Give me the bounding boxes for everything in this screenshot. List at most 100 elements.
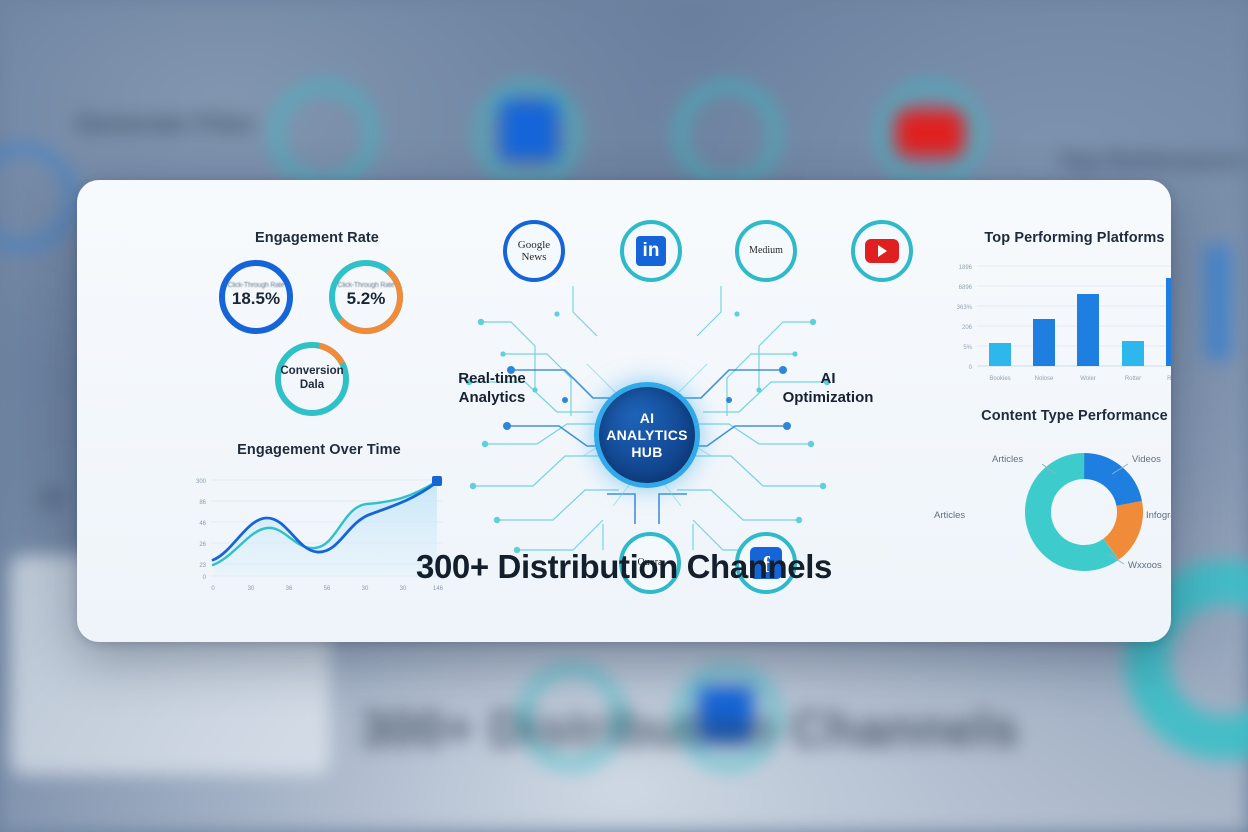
youtube-icon [865,239,899,263]
bar-chart-x-ticks: Bookies Nolose Woler Rotter Reaper [989,376,1171,382]
line-chart-endpoint-marker[interactable] [432,476,442,486]
backdrop-ring [0,145,75,250]
svg-text:6896: 6896 [959,285,973,291]
backdrop-title-left: Generate Files [76,110,256,138]
svg-text:Woler: Woler [1080,376,1096,382]
donut-labels: Articles Videos Articles Infographics Wx… [934,454,1171,571]
hub-line-1: AI [639,409,655,426]
donut-chart-svg[interactable]: Articles Videos Articles Infographics Wx… [932,426,1171,598]
quora-icon: Quora [637,557,663,568]
content-type-performance-panel: Content Type Performance Articles Videos… [932,408,1171,608]
svg-text:Nolose: Nolose [1035,376,1054,382]
bar-3[interactable] [1122,341,1144,366]
backdrop-facebook [698,686,754,744]
realtime-analytics-line2: Analytics [458,389,526,406]
svg-text:26: 26 [199,542,206,548]
bar-0[interactable] [989,343,1011,366]
backdrop-sub-left: IT [40,485,66,516]
svg-text:363%: 363% [957,305,973,311]
donut-label-articles-left: Articles [934,510,965,521]
bar-chart-bars [989,278,1171,366]
svg-text:0: 0 [211,586,215,592]
donut-slice-wxxoos[interactable] [1025,453,1143,571]
ai-optimization-line1: AI [820,370,836,387]
channel-node-linkedin[interactable]: in [620,220,682,282]
gauge-value: 5.2% [346,289,386,308]
line-chart-area [213,480,437,576]
backdrop-ring [676,665,780,769]
gauge-caption: Click-Through Rate [227,282,285,289]
gauge-ring [219,260,293,334]
engagement-rate-panel: Engagement Rate Click-Through Rate 18.5%… [187,230,447,416]
svg-text:23: 23 [199,563,206,569]
line-chart-series-a [211,480,439,562]
channel-node-facebook[interactable]: f [735,532,797,594]
dashboard-card: Engagement Rate Click-Through Rate 18.5%… [77,180,1171,642]
svg-text:300: 300 [196,479,207,485]
backdrop-linkedin [500,100,558,160]
gauge-text-line1: Conversion [280,365,344,377]
label-realtime-analytics: Real-time Analytics [427,369,557,407]
donut-label-wxxoos: Wxxoos [1128,560,1162,571]
donut-label-videos: Videos [1132,454,1161,465]
bar-4[interactable] [1166,278,1171,366]
svg-text:206: 206 [962,325,973,331]
svg-text:0: 0 [203,575,207,581]
svg-text:56: 56 [324,586,331,592]
channel-node-youtube[interactable] [851,220,913,282]
headline-distribution-channels: 300+ Distribution Channels [416,548,832,585]
engagement-rate-title: Engagement Rate [255,230,379,246]
svg-text:30: 30 [362,586,369,592]
gauge-ctr-primary[interactable]: Click-Through Rate 18.5% [215,256,297,338]
gauge-ring [275,342,349,416]
label-ai-optimization: AI Optimization [763,369,893,407]
realtime-analytics-line1: Real-time [458,370,526,387]
donut-slices [1020,448,1149,577]
backdrop-title-right: Top Performance [1058,148,1245,173]
svg-text:36: 36 [286,586,293,592]
svg-text:Bookies: Bookies [989,376,1010,382]
line-chart-series-b [211,479,439,567]
bar-2[interactable] [1077,294,1099,366]
backdrop-ring [272,82,376,186]
engagement-over-time-title: Engagement Over Time [237,442,401,458]
content-type-performance-title: Content Type Performance [981,408,1168,424]
svg-text:5%: 5% [963,345,972,351]
donut-label-infographics: Infographics [1146,510,1171,521]
channel-node-medium[interactable]: Medium [735,220,797,282]
gauge-caption: Click-Through Rate [337,282,395,289]
linkedin-icon: in [636,236,666,266]
channel-node-quora[interactable]: Quora [619,532,681,594]
gauge-conversion-data[interactable]: Conversion Dala [271,338,353,420]
ai-analytics-hub-core[interactable]: AI ANALYTICS HUB [594,382,700,488]
gauge-ring [329,260,403,334]
backdrop-ring [676,82,780,186]
bar-1[interactable] [1033,319,1055,366]
hub-line-2: ANALYTICS [606,426,688,443]
backdrop-headline: 300+ Distribution Channels [360,701,1019,757]
gauge-text-line2: Dala [299,379,325,391]
facebook-icon: f [750,547,782,579]
svg-text:46: 46 [199,521,206,527]
gauge-ctr-secondary[interactable]: Click-Through Rate 5.2% [325,256,407,338]
svg-text:0: 0 [969,365,973,371]
backdrop-youtube [896,110,964,156]
svg-text:Reaper: Reaper [1167,376,1171,382]
svg-text:146: 146 [433,586,444,592]
donut-leader-lines [1041,463,1129,565]
backdrop-ring [520,665,624,769]
donut-slice-articles[interactable] [1020,448,1149,577]
ai-optimization-line2: Optimization [782,389,874,406]
svg-text:Rotter: Rotter [1125,376,1141,382]
top-performing-platforms-title: Top Performing Platforms [984,230,1165,246]
